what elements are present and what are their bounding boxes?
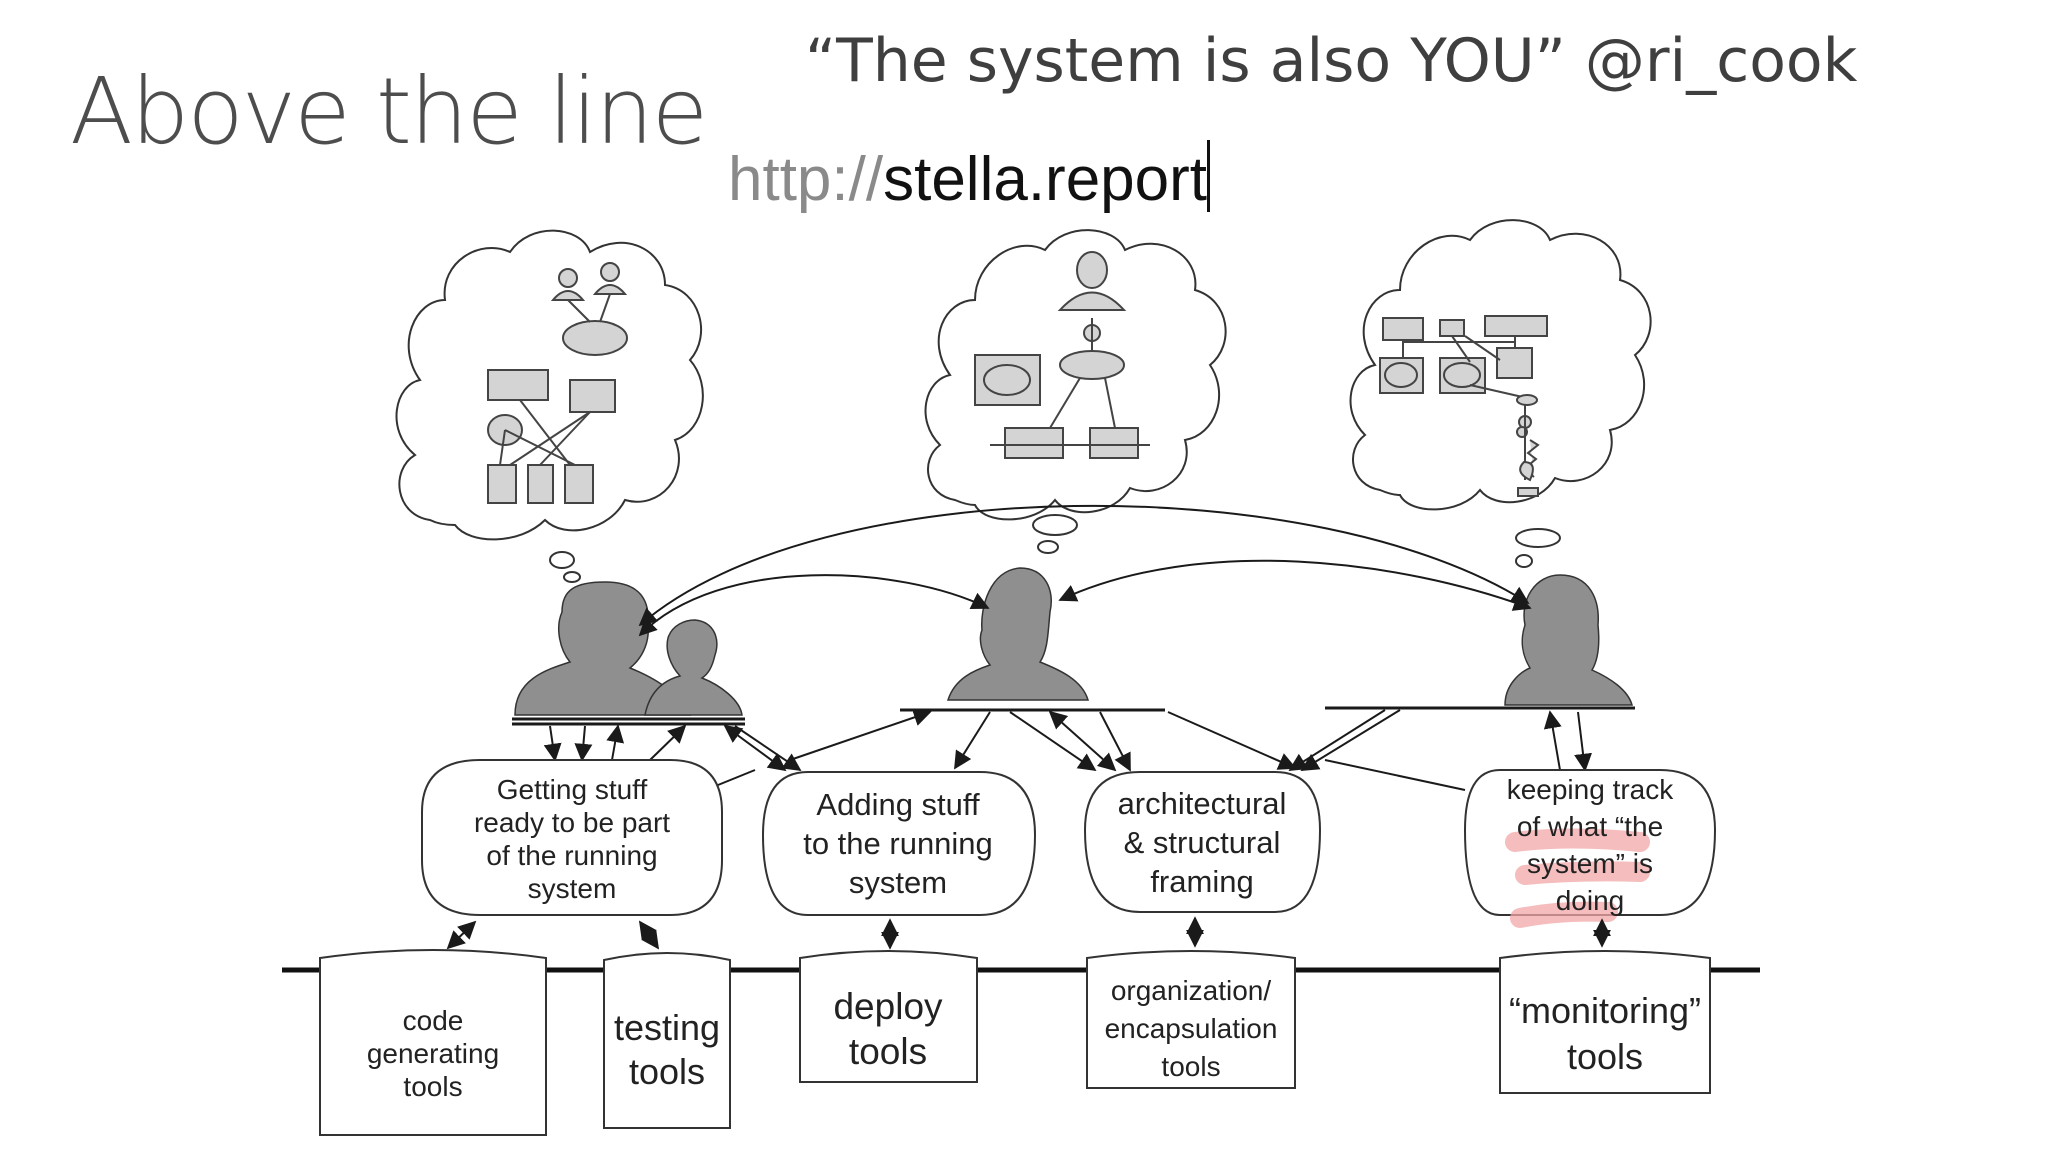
tool-label-line: tools [403,1071,462,1102]
tool-box-deploy [799,950,978,1083]
activity-label-line: of what “the [1517,811,1663,842]
tool-arrows [446,916,1611,950]
activity-box-architectural-framing [1083,771,1322,913]
activity-label-line: keeping track [1507,774,1675,805]
thought-bubble-left [395,229,704,583]
activity-label-line: Adding stuff [816,787,980,822]
tool-label-line: testing [614,1007,720,1048]
tool-label-line: deploy [833,986,943,1027]
tool-label-line: tools [1567,1036,1643,1077]
tool-label-line: tools [629,1051,705,1092]
tool-label-line: “monitoring” [1509,990,1701,1031]
activity-label-line: doing [1556,885,1625,916]
tool-box-organization [1086,950,1296,1089]
highlighter-marks [1505,828,1650,928]
text-cursor [1207,140,1211,212]
person-silhouette-left [514,581,743,716]
tool-label-line: organization/ [1111,975,1272,1006]
communication-arrows [638,504,1532,637]
person-platforms [512,706,1635,726]
person-silhouette-right [1504,574,1633,706]
tool-box-monitoring [1499,950,1711,1094]
activity-label-line: system [528,873,617,904]
thought-bubble-right [1349,219,1652,568]
person-silhouette-center [946,567,1090,701]
activity-box-getting-stuff-ready [421,759,723,916]
activity-label-line: framing [1150,864,1253,899]
url-text[interactable]: http://stella.report [728,140,1211,215]
svg-text:“monitoring”tools: “monitoring” tools [1509,990,1701,1077]
activity-label-line: system [849,865,947,900]
activity-label-line: Getting stuff [497,774,648,805]
url-protocol: http:// [728,145,884,214]
activity-label-line: to the running [803,826,993,861]
activity-label-line: ready to be part [474,807,670,838]
tool-label-line: generating [367,1038,499,1069]
tool-label-line: encapsulation [1105,1013,1278,1044]
tool-label-line: tools [1161,1051,1220,1082]
thought-bubble-center [924,229,1227,554]
quote-text: “The system is also YOU” @ri_cook [805,26,1858,96]
url-host: stella.report [883,145,1208,214]
activity-label-line: & structural [1124,825,1281,860]
tool-boxes [319,949,1711,1136]
slide-title: Above the line [70,58,708,165]
tool-label-line: tools [849,1031,927,1072]
tool-label-line: code [403,1005,464,1036]
activity-box-adding-stuff [761,771,1037,916]
activity-arrows [543,708,1592,791]
activity-label-line: system” is [1527,848,1653,879]
tool-box-code-generating [319,949,547,1136]
activity-label-line: of the running [486,840,657,871]
activity-label-line: architectural [1118,786,1287,821]
tool-box-testing [603,952,731,1129]
